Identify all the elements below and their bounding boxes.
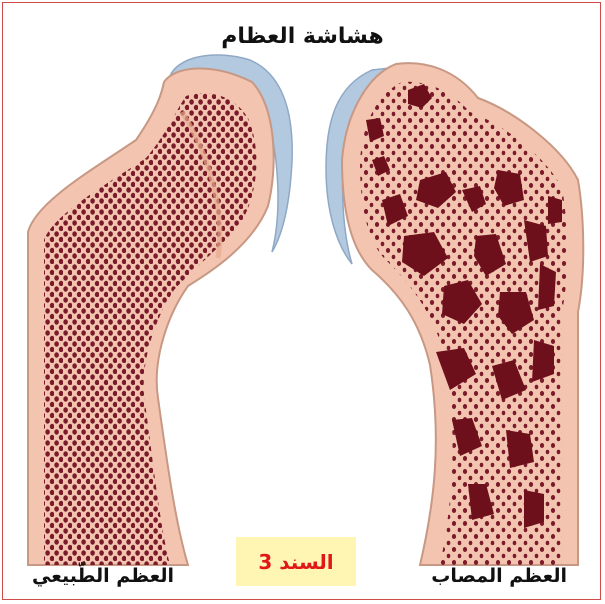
healthy-bone [28, 55, 292, 565]
affected-bone-label: العظم المصاب [431, 565, 567, 587]
figure-title: هشاشة العظام [0, 24, 605, 49]
healthy-spongy-core [44, 93, 256, 565]
document-tag-label: السند 3 [258, 550, 333, 574]
affected-bone [326, 63, 583, 565]
document-tag: السند 3 [236, 537, 356, 586]
healthy-bone-label: العظم الطّبيعي [32, 565, 174, 587]
